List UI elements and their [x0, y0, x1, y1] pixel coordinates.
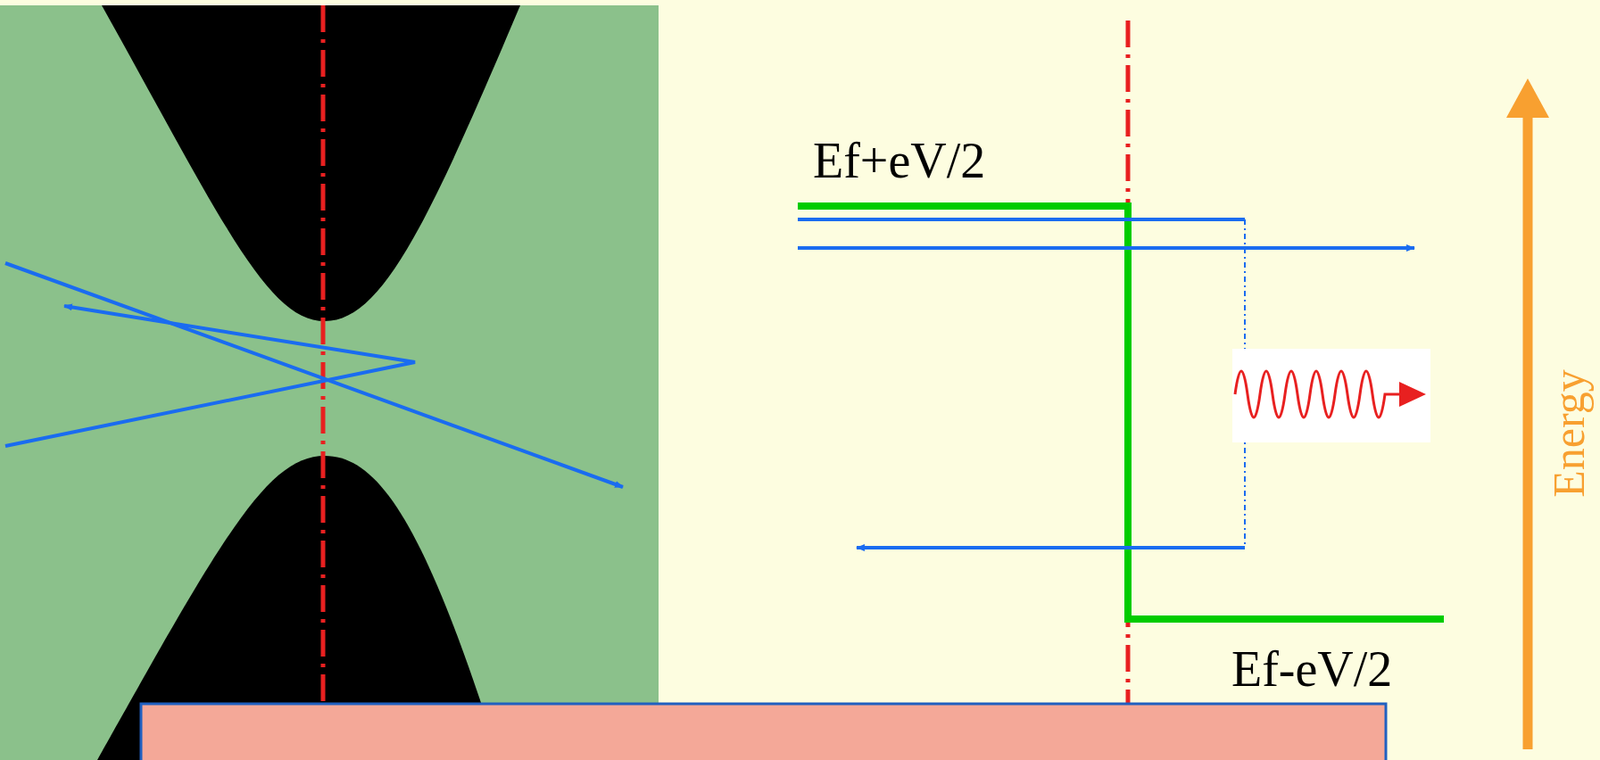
energy-diagram: [797, 20, 1550, 750]
bias-level-label: Ef-eV/2: [1231, 644, 1393, 695]
constriction-panel: [0, 0, 659, 760]
title-banner: [140, 704, 1386, 760]
bias-level-label: Ef+eV/2: [812, 135, 986, 186]
axis-label: Energy: [1546, 369, 1592, 498]
